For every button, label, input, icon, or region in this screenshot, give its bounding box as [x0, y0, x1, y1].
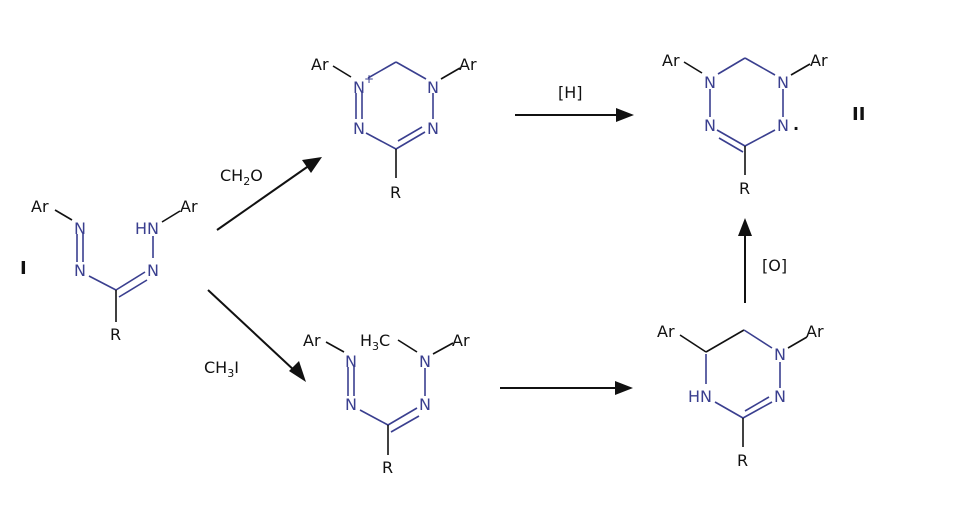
atom-ar: Ar [810, 51, 828, 70]
atom-ar: Ar [657, 322, 675, 341]
atom-ar: Ar [311, 55, 329, 74]
atom-n: N [704, 73, 716, 92]
atom-hn: HN [688, 387, 712, 406]
compound-tetrazinium: Ar N + N Ar N N R [311, 55, 477, 202]
atom-ar: Ar [459, 55, 477, 74]
atom-n: N [345, 352, 357, 371]
atom-n: N [419, 395, 431, 414]
atom-ar: Ar [303, 331, 321, 350]
atom-n: N [704, 116, 716, 135]
atom-n: N [777, 116, 789, 135]
charge-plus: + [364, 72, 374, 86]
arrow-cyclization [500, 381, 633, 395]
reagent-ch2o: CH2O [220, 166, 263, 188]
atom-n: N [147, 261, 159, 280]
compound-II-verdazyl: Ar N N Ar N N · R II [662, 51, 865, 198]
atom-ar: Ar [662, 51, 680, 70]
radical-dot: · [793, 119, 799, 138]
reagent-o: [O] [762, 256, 787, 275]
compound-methyl-formazan: Ar N H3C N Ar N N R [303, 331, 470, 477]
atom-ar: Ar [31, 197, 49, 216]
arrow-ch3i: CH3I [204, 289, 306, 382]
reagent-h: [H] [558, 83, 583, 102]
atom-n: N [74, 219, 86, 238]
atom-n: N [353, 119, 365, 138]
atom-hn: HN [135, 219, 159, 238]
compound-I-formazan: Ar N N N HN Ar R I [20, 197, 198, 344]
atom-ar: Ar [806, 322, 824, 341]
atom-n-plus: N [353, 78, 365, 97]
atom-n: N [74, 261, 86, 280]
arrow-reduction: [H] [515, 83, 634, 122]
arrow-oxidation: [O] [738, 218, 787, 303]
atom-ar: Ar [452, 331, 470, 350]
atom-r: R [110, 325, 121, 344]
atom-r: R [382, 458, 393, 477]
atom-n: N [345, 395, 357, 414]
reagent-ch3i: CH3I [204, 358, 239, 380]
compound-label-II: II [852, 104, 865, 125]
atom-r: R [737, 451, 748, 470]
atom-n: N [419, 352, 431, 371]
compound-label-I: I [20, 258, 27, 279]
arrow-ch2o: CH2O [216, 157, 322, 231]
methyl-group: H3C [360, 331, 390, 353]
atom-r: R [739, 179, 750, 198]
atom-n: N [777, 73, 789, 92]
atom-n: N [427, 119, 439, 138]
atom-n: N [427, 78, 439, 97]
atom-r: R [390, 183, 401, 202]
atom-n: N [774, 345, 786, 364]
compound-leuco-verdazyl: Ar N Ar HN N R [657, 322, 824, 470]
atom-n: N [774, 387, 786, 406]
atom-ar: Ar [180, 197, 198, 216]
